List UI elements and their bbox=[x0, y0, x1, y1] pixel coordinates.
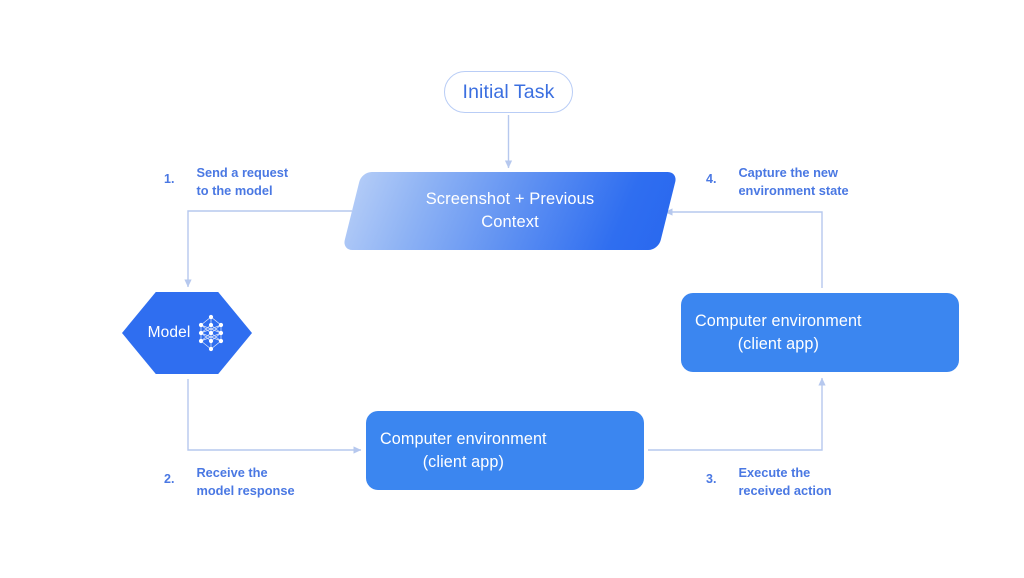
context-node-line2: Context bbox=[481, 213, 539, 231]
step-3-number: 3. bbox=[706, 472, 717, 486]
env-right-line2: (client app) bbox=[737, 334, 819, 353]
step-1-text: Send a request to the model bbox=[196, 165, 289, 199]
context-node-line1: Screenshot + Previous bbox=[425, 189, 595, 208]
env-bottom-line1: Computer environment bbox=[380, 430, 547, 449]
model-node-content: Model bbox=[122, 292, 252, 374]
context-node-text: Screenshot + Previous Context bbox=[352, 172, 668, 250]
step-2-text: Receive the model response bbox=[196, 465, 295, 499]
env-right-line1: Computer environment bbox=[695, 312, 862, 331]
connector-bottom-env-to-right-env bbox=[648, 377, 826, 451]
step-4-number: 4. bbox=[706, 172, 717, 186]
connector-right-env-to-context bbox=[664, 208, 823, 288]
initial-task-label: Initial Task bbox=[462, 80, 555, 103]
step-label-3: 3. Execute the received action bbox=[706, 464, 832, 500]
env-bottom-text: Computer environment (client app) bbox=[366, 428, 547, 473]
neural-network-icon bbox=[199, 314, 224, 352]
computer-environment-bottom-node[interactable]: Computer environment (client app) bbox=[366, 411, 644, 490]
step-4-text: Capture the new environment state bbox=[738, 165, 849, 199]
initial-task-node[interactable]: Initial Task bbox=[444, 71, 573, 113]
connector-context-to-model bbox=[184, 210, 352, 288]
step-label-4: 4. Capture the new environment state bbox=[706, 164, 849, 200]
step-2-number: 2. bbox=[164, 472, 175, 486]
model-node-label: Model bbox=[147, 324, 191, 341]
step-label-1: 1. Send a request to the model bbox=[164, 164, 288, 200]
model-node[interactable]: Model bbox=[122, 292, 252, 374]
context-node[interactable]: Screenshot + Previous Context bbox=[342, 172, 678, 250]
connector-model-to-bottom-env bbox=[187, 379, 362, 454]
step-3-text: Execute the received action bbox=[738, 465, 832, 499]
step-1-number: 1. bbox=[164, 172, 175, 186]
computer-environment-right-node[interactable]: Computer environment (client app) bbox=[681, 293, 959, 372]
step-label-2: 2. Receive the model response bbox=[164, 464, 295, 500]
env-right-text: Computer environment (client app) bbox=[681, 310, 862, 355]
env-bottom-line2: (client app) bbox=[422, 452, 504, 471]
